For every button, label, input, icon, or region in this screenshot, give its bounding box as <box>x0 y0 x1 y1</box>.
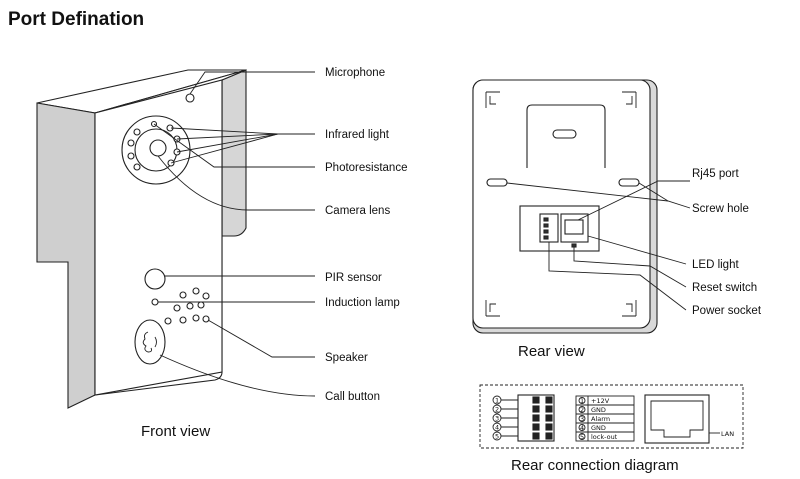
svg-text:1: 1 <box>580 397 584 405</box>
svg-text:2: 2 <box>580 406 584 414</box>
front-leader-lines <box>153 71 316 397</box>
label-screw-hole: Screw hole <box>692 203 749 215</box>
svg-text:3: 3 <box>580 415 584 423</box>
label-call-button: Call button <box>325 391 380 403</box>
induction-lamp <box>151 298 159 306</box>
front-view-device <box>36 69 247 409</box>
camera-lens <box>149 139 167 157</box>
pin-legend-numbers: 1 2 3 4 5 <box>578 397 586 441</box>
call-button <box>134 319 166 365</box>
speaker-hole <box>197 301 205 309</box>
terminal-block <box>539 213 559 243</box>
led-light <box>571 243 577 248</box>
svg-text:2: 2 <box>495 406 499 414</box>
pir-sensor <box>144 268 166 290</box>
label-camera-lens: Camera lens <box>325 205 390 217</box>
infrared-led <box>127 152 135 160</box>
speaker-hole <box>202 315 210 323</box>
label-led-light: LED light <box>692 259 739 271</box>
infrared-led <box>127 139 135 147</box>
screw-hole <box>618 178 640 187</box>
speaker-hole <box>192 314 200 322</box>
label-photoresistance: Photoresistance <box>325 162 407 174</box>
label-induction-lamp: Induction lamp <box>325 297 400 309</box>
label-rj45-port: Rj45 port <box>692 168 739 180</box>
svg-text:3: 3 <box>495 415 499 423</box>
lan-label: LAN <box>721 430 734 438</box>
label-reset-switch: Reset switch <box>692 282 757 294</box>
svg-text:5: 5 <box>580 433 584 441</box>
svg-text:1: 1 <box>495 397 499 405</box>
speaker-hole <box>192 287 200 295</box>
speaker-hole <box>186 302 194 310</box>
pin-label: +12V <box>591 397 610 405</box>
caption-front-view: Front view <box>141 423 210 440</box>
label-pir-sensor: PIR sensor <box>325 272 382 284</box>
label-speaker: Speaker <box>325 352 368 364</box>
bell-person-icon <box>142 331 153 353</box>
lan-port-diagram <box>644 394 710 444</box>
corner-bracket <box>485 300 500 317</box>
speaker-hole <box>179 291 187 299</box>
speaker-hole <box>164 317 172 325</box>
svg-text:4: 4 <box>580 424 584 432</box>
label-infrared-light: Infrared light <box>325 129 390 141</box>
corner-bracket <box>622 91 637 108</box>
svg-text:5: 5 <box>495 433 499 441</box>
infrared-led <box>133 128 141 136</box>
pin-label: GND <box>591 406 606 414</box>
connection-diagram: 1 2 3 4 5 <box>479 384 744 449</box>
infrared-led <box>133 163 141 171</box>
pin-label: GND <box>591 424 606 432</box>
pin-label: Alarm <box>591 415 610 423</box>
corner-bracket <box>622 300 637 317</box>
diagram-title: Port Defination <box>8 9 144 30</box>
speaker-hole <box>179 316 187 324</box>
pin-number-list: 1 2 3 4 5 <box>492 395 502 441</box>
label-power-socket: Power socket <box>692 305 762 317</box>
rear-leader-lines <box>506 180 691 311</box>
corner-bracket <box>485 91 500 108</box>
rear-view-device <box>472 79 658 334</box>
label-microphone: Microphone <box>325 67 385 79</box>
caption-rear-connection: Rear connection diagram <box>511 457 679 474</box>
microphone-hole <box>185 93 195 103</box>
pin-label: lock-out <box>591 433 618 441</box>
speaker-hole <box>202 292 210 300</box>
speaker-hole <box>173 304 181 312</box>
caption-rear-view: Rear view <box>518 343 585 360</box>
screw-hole <box>486 178 508 187</box>
svg-text:4: 4 <box>495 424 499 432</box>
